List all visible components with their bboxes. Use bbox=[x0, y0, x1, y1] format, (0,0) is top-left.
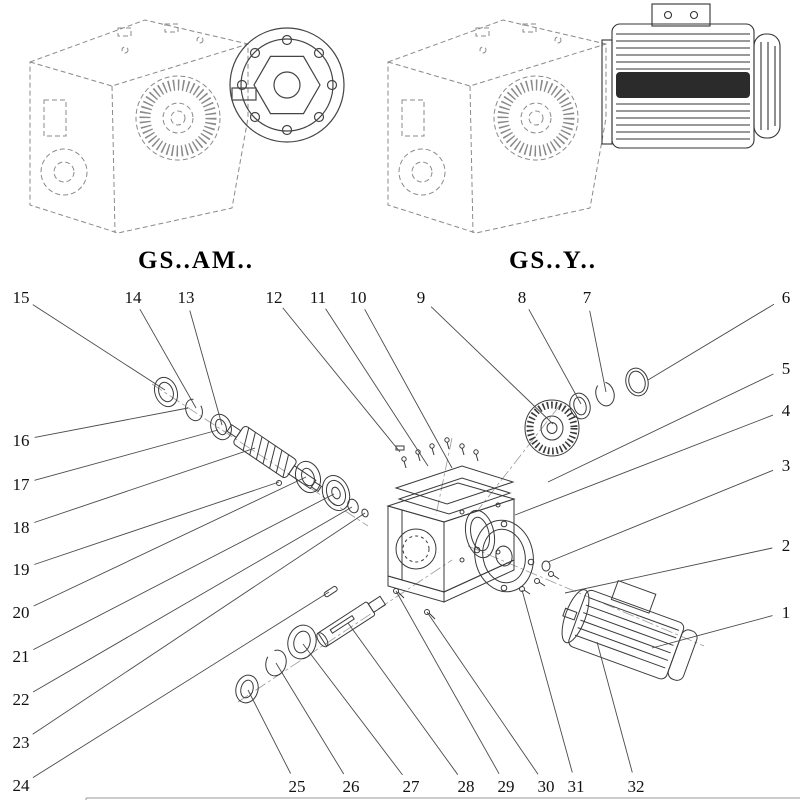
callout-number-8: 8 bbox=[518, 288, 527, 307]
callout-number-18: 18 bbox=[13, 518, 30, 537]
leader-line-28 bbox=[347, 622, 459, 775]
output-shaft bbox=[316, 595, 387, 648]
model-label-right: GS..Y.. bbox=[509, 247, 597, 274]
leader-line-10 bbox=[364, 309, 453, 469]
output-shaft-bearings bbox=[235, 624, 317, 704]
gearbox-gs-am-drawing bbox=[29, 19, 345, 234]
gearbox-gs-y-drawing bbox=[387, 3, 781, 234]
leader-line-23 bbox=[32, 512, 366, 735]
leader-line-31 bbox=[521, 589, 573, 773]
mounting-bolts bbox=[393, 560, 560, 620]
callout-number-1: 1 bbox=[782, 603, 791, 622]
leader-line-29 bbox=[395, 590, 500, 775]
callout-number-5: 5 bbox=[782, 359, 791, 378]
callout-number-20: 20 bbox=[13, 603, 30, 622]
callout-number-16: 16 bbox=[13, 431, 30, 450]
leader-line-9 bbox=[430, 306, 554, 425]
callout-number-27: 27 bbox=[403, 777, 421, 796]
callout-number-32: 32 bbox=[628, 777, 645, 796]
leader-line-26 bbox=[275, 662, 345, 775]
callout-number-21: 21 bbox=[13, 647, 30, 666]
cover-bolts bbox=[395, 437, 479, 469]
helical-gear bbox=[524, 399, 580, 457]
output-flange-drawing bbox=[229, 27, 345, 143]
callout-number-26: 26 bbox=[343, 777, 360, 796]
callout-number-24: 24 bbox=[13, 776, 31, 795]
callout-number-15: 15 bbox=[13, 288, 30, 307]
motor-drawing bbox=[601, 3, 781, 149]
top-cover bbox=[394, 465, 515, 515]
callout-number-3: 3 bbox=[782, 456, 791, 475]
leader-line-30 bbox=[426, 611, 539, 775]
callout-number-31: 31 bbox=[568, 777, 585, 796]
bearing-hatch-ring bbox=[497, 79, 575, 157]
exploded-view-drawing bbox=[151, 367, 705, 704]
worm-shaft bbox=[226, 423, 323, 493]
input-bearing-and-shims bbox=[294, 460, 369, 518]
callout-number-4: 4 bbox=[782, 401, 791, 420]
leader-line-21 bbox=[33, 493, 335, 650]
callout-number-14: 14 bbox=[125, 288, 143, 307]
leader-line-32 bbox=[596, 641, 633, 773]
callout-number-6: 6 bbox=[782, 288, 791, 307]
leader-line-5 bbox=[547, 373, 774, 483]
leader-line-13 bbox=[189, 310, 223, 426]
leader-line-2 bbox=[564, 547, 773, 594]
callout-number-12: 12 bbox=[266, 288, 283, 307]
center-axes bbox=[151, 383, 705, 703]
callout-number-10: 10 bbox=[350, 288, 367, 307]
leader-line-15 bbox=[32, 304, 166, 391]
leader-line-24 bbox=[32, 591, 330, 778]
callout-number-19: 19 bbox=[13, 560, 30, 579]
leader-line-11 bbox=[325, 308, 429, 467]
input-shaft-seals bbox=[153, 376, 232, 441]
leader-line-8 bbox=[528, 309, 582, 405]
callout-number-11: 11 bbox=[310, 288, 326, 307]
leader-line-7 bbox=[589, 310, 607, 393]
leader-line-19 bbox=[34, 481, 280, 565]
leader-line-4 bbox=[514, 414, 774, 516]
leader-line-3 bbox=[547, 469, 774, 563]
output-shaft-key bbox=[323, 585, 338, 598]
leader-line-14 bbox=[139, 308, 197, 409]
callout-number-28: 28 bbox=[458, 777, 475, 796]
leader-line-27 bbox=[302, 643, 403, 776]
callout-number-22: 22 bbox=[13, 690, 30, 709]
callout-number-17: 17 bbox=[13, 475, 31, 494]
bearing-hatch-ring bbox=[139, 79, 217, 157]
callout-number-7: 7 bbox=[583, 288, 592, 307]
callout-number-29: 29 bbox=[498, 777, 515, 796]
leader-line-18 bbox=[34, 447, 256, 523]
output-flange bbox=[473, 519, 535, 593]
leader-line-1 bbox=[651, 615, 773, 649]
gear-housing bbox=[386, 482, 516, 603]
leader-line-12 bbox=[282, 307, 401, 453]
leader-line-22 bbox=[32, 506, 353, 693]
leader-line-25 bbox=[247, 689, 292, 774]
model-label-left: GS..AM.. bbox=[138, 247, 254, 274]
motor-assembly bbox=[561, 579, 698, 681]
leader-line-6 bbox=[647, 303, 775, 381]
leader-line-16 bbox=[34, 407, 189, 438]
callout-number-9: 9 bbox=[417, 288, 426, 307]
gear-side-rings bbox=[569, 367, 649, 420]
callout-number-25: 25 bbox=[289, 777, 306, 796]
callout-number-2: 2 bbox=[782, 536, 791, 555]
vent-plug bbox=[395, 445, 405, 451]
callout-leader-lines bbox=[32, 303, 775, 778]
callout-number-30: 30 bbox=[538, 777, 555, 796]
leader-line-17 bbox=[34, 429, 219, 481]
callout-number-13: 13 bbox=[178, 288, 195, 307]
leader-line-20 bbox=[33, 476, 307, 607]
callout-number-23: 23 bbox=[13, 733, 30, 752]
